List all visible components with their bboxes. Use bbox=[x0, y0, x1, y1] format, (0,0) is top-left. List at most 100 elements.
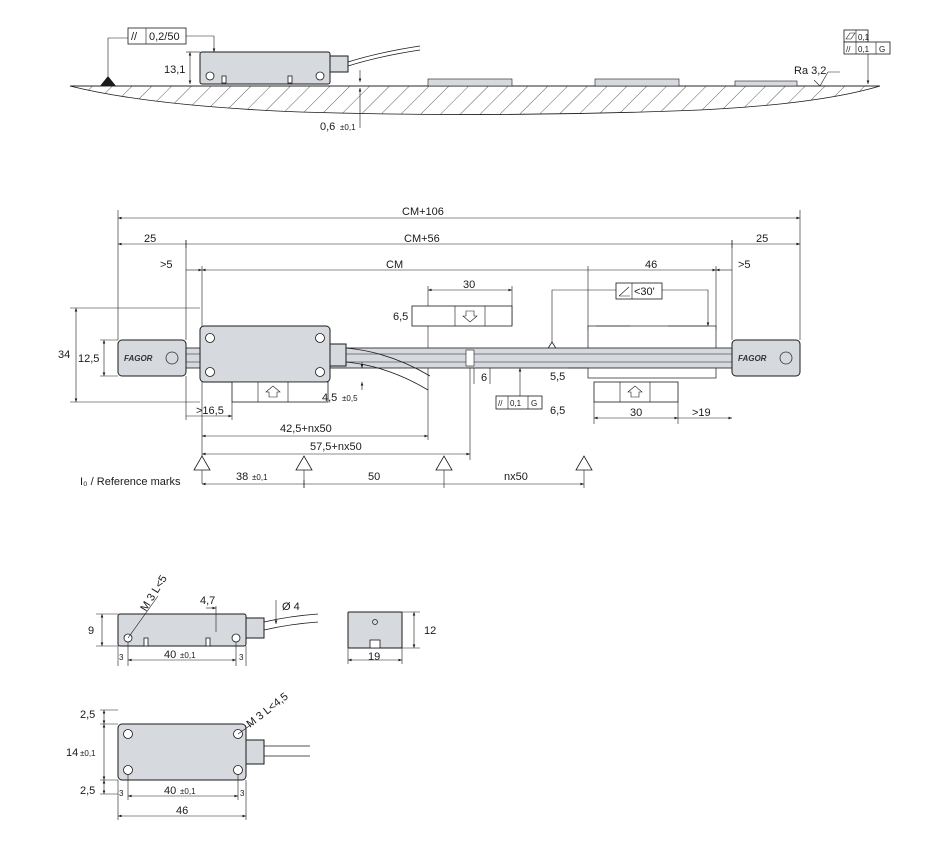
logo-icon bbox=[165, 351, 179, 365]
top-view: // 0,2/50 13,1 0,6 ±0,1 0,1 // 0,1 G Ra … bbox=[69, 27, 891, 133]
screw-icon bbox=[205, 367, 215, 377]
reader-bottom bbox=[117, 723, 247, 781]
cable-diameter-label: Ø 4 bbox=[282, 601, 300, 613]
cable-main bbox=[345, 347, 431, 377]
main-parallel-tolerance: 0,1 bbox=[510, 399, 522, 408]
overall-length-label: CM+106 bbox=[402, 206, 444, 218]
parallel-symbol-icon: // bbox=[846, 45, 851, 54]
width-46-label: 46 bbox=[176, 805, 188, 817]
roughness-label: Ra 3,2 bbox=[794, 65, 826, 77]
height-34-label: 34 bbox=[58, 349, 70, 361]
bottom-2-5-label: 2,5 bbox=[80, 785, 95, 797]
ref-38-tolerance: ±0,1 bbox=[252, 473, 268, 482]
reference-mark-icon bbox=[575, 455, 593, 471]
edge-left-label: 3 bbox=[119, 653, 124, 662]
rail-segment bbox=[427, 78, 513, 87]
screw-icon bbox=[315, 333, 325, 343]
pitch-40-label: 40 bbox=[164, 785, 176, 797]
angularity-symbol-icon bbox=[618, 286, 630, 297]
dist-46-label: 46 bbox=[645, 259, 657, 271]
height-14-label: 14 bbox=[66, 747, 78, 759]
dist-30-bottom-label: 30 bbox=[630, 407, 642, 419]
dist-42-5-label: 42,5+nx50 bbox=[280, 423, 332, 435]
logo-right: FAGOR bbox=[738, 354, 767, 363]
section-height-label: 12 bbox=[424, 625, 436, 637]
logo-icon bbox=[779, 351, 793, 365]
screw-icon bbox=[123, 729, 133, 739]
height-label: 13,1 bbox=[164, 64, 185, 76]
edge-right-label: 3 bbox=[239, 653, 244, 662]
arrow-down-icon bbox=[462, 310, 478, 323]
ref-nx50-label: nx50 bbox=[504, 471, 528, 483]
offset-4-5-label: 4,5 bbox=[322, 392, 337, 404]
dim-5-5-label: 5,5 bbox=[550, 371, 565, 383]
parallel-symbol-icon: // bbox=[498, 399, 503, 408]
rail-joint bbox=[465, 349, 475, 367]
logo-left: FAGOR bbox=[124, 354, 153, 363]
dist-30-top-label: 30 bbox=[463, 279, 475, 291]
end-cap-left bbox=[117, 339, 187, 377]
roughness-symbol-icon bbox=[813, 71, 840, 87]
offset-4-5-tolerance: ±0,5 bbox=[342, 394, 358, 403]
reader-head-main bbox=[199, 325, 331, 383]
edge-left-label: 3 bbox=[119, 789, 124, 798]
height-14-tolerance: ±0,1 bbox=[80, 749, 96, 758]
parallelism-tolerance: 0,2/50 bbox=[149, 31, 180, 43]
pitch-40-tolerance: ±0,1 bbox=[180, 787, 196, 796]
screw-icon bbox=[315, 71, 325, 81]
flatness-symbol-icon bbox=[845, 32, 856, 40]
rail-segment bbox=[734, 80, 798, 87]
parallelism-symbol-icon: // bbox=[131, 31, 138, 43]
ref-38-label: 38 bbox=[236, 471, 248, 483]
height-9-label: 9 bbox=[88, 625, 94, 637]
edge-right-label: 3 bbox=[240, 789, 245, 798]
section-width-label: 19 bbox=[368, 651, 380, 663]
mounting-support-bottom-right bbox=[593, 381, 679, 403]
screw-icon bbox=[233, 765, 243, 775]
gap-tolerance: ±0,1 bbox=[340, 123, 356, 132]
gap-label: 0,6 bbox=[320, 121, 335, 133]
cable bbox=[347, 45, 421, 63]
mounting-length-label: CM+56 bbox=[404, 233, 440, 245]
screw-icon bbox=[231, 633, 241, 643]
screw-icon bbox=[123, 765, 133, 775]
reader-head bbox=[199, 51, 331, 85]
main-view: CM+106 25 CM+56 25 >5 CM 46 >5 30 6,5 bbox=[58, 206, 801, 488]
pitch-40-label: 40 bbox=[164, 649, 176, 661]
ref-50-label: 50 bbox=[368, 471, 380, 483]
min-right-label: >5 bbox=[738, 259, 751, 271]
screw-icon bbox=[315, 367, 325, 377]
height-6-5-top-label: 6,5 bbox=[393, 311, 408, 323]
parallel-tolerance: 0,1 bbox=[858, 45, 870, 54]
cable-side bbox=[263, 613, 319, 623]
reference-mark-icon bbox=[193, 455, 211, 471]
reference-mark-icon bbox=[295, 455, 313, 471]
min-left-label: >5 bbox=[160, 259, 173, 271]
bottom-view: M 3 L<4,5 2,5 14 ±0,1 2,5 3 40 ±0,1 3 46 bbox=[66, 691, 310, 820]
datum-triangle-icon bbox=[100, 76, 116, 86]
min-19-label: >19 bbox=[692, 407, 711, 419]
dim-4-7-label: 4,7 bbox=[200, 595, 215, 607]
main-datum-letter: G bbox=[531, 399, 537, 408]
rail-segment bbox=[594, 78, 680, 87]
datum-letter: G bbox=[879, 45, 885, 54]
angle-label: <30' bbox=[634, 286, 655, 298]
screw-icon bbox=[123, 633, 133, 643]
flatness-tolerance: 0,1 bbox=[858, 33, 870, 42]
reference-marks-label: I₀ / Reference marks bbox=[80, 476, 181, 488]
min-16-5-label: >16,5 bbox=[196, 405, 224, 417]
end-right-label: 25 bbox=[756, 233, 768, 245]
reader-side bbox=[117, 613, 247, 647]
dim-6-label: 6 bbox=[481, 372, 487, 384]
mounting-surface-section bbox=[69, 85, 881, 115]
arrow-up-icon bbox=[265, 385, 281, 398]
pitch-40-tolerance: ±0,1 bbox=[180, 651, 196, 660]
measuring-length-label: CM bbox=[386, 259, 403, 271]
end-cap-right bbox=[731, 339, 801, 377]
reference-mark-icon bbox=[435, 455, 453, 471]
top-2-5-label: 2,5 bbox=[80, 709, 95, 721]
screw-icon bbox=[205, 71, 215, 81]
side-view: M 3 L<5 9 4,7 Ø 4 3 40 ±0,1 3 12 1 bbox=[88, 573, 436, 666]
mounting-support-top bbox=[411, 305, 513, 327]
